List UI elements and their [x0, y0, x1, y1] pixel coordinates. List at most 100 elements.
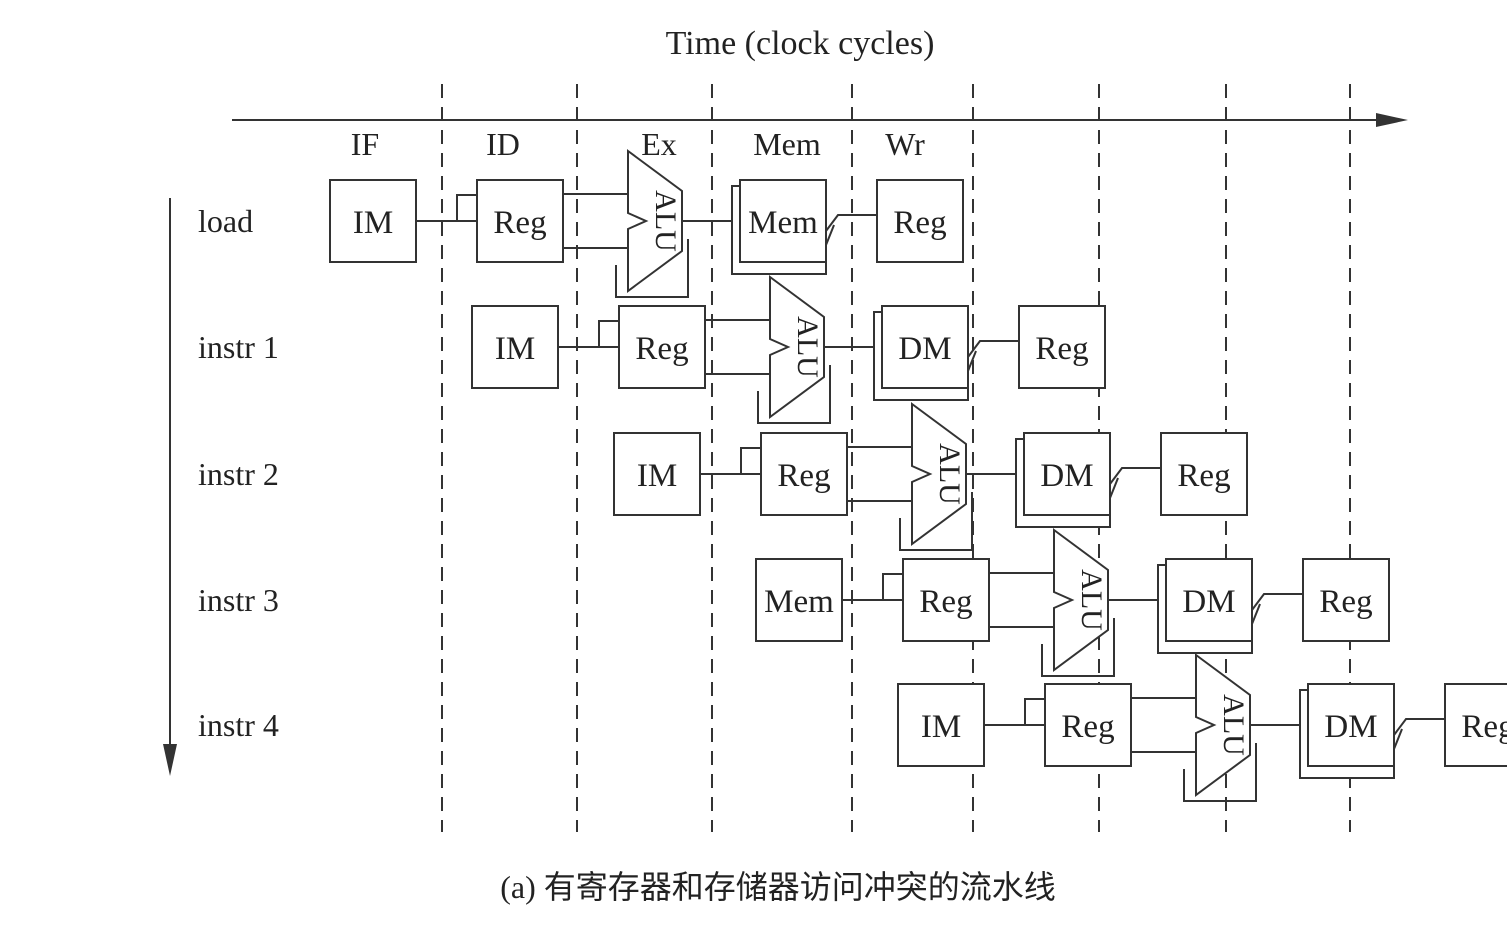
reg-block: Reg	[876, 179, 964, 263]
alu-shape	[769, 275, 825, 419]
reg-label: Reg	[1061, 709, 1114, 745]
reg-label: Reg	[1461, 709, 1507, 745]
dm-box	[881, 305, 969, 389]
reg-box	[618, 305, 706, 389]
alu-label: ALU	[1217, 694, 1250, 756]
alu-label: ALU	[649, 190, 682, 252]
reg-box	[1018, 305, 1106, 389]
dm-block: DM	[1015, 432, 1111, 528]
reg-box	[1044, 683, 1132, 767]
reg-block: Reg	[760, 432, 848, 516]
reg-box	[760, 432, 848, 516]
instruction-axis	[163, 198, 177, 776]
dm-label: DM	[1324, 709, 1377, 745]
reg-block: Reg	[618, 305, 706, 389]
datapath-wires	[416, 193, 877, 298]
alu-shape	[1053, 528, 1109, 672]
im-box	[613, 432, 701, 516]
reg-block: Reg	[1160, 432, 1248, 516]
dm-block: DM	[873, 305, 969, 401]
alu-label: ALU	[791, 316, 824, 378]
dm-label: DM	[898, 331, 951, 367]
mem-label: Mem	[764, 584, 834, 620]
alu-block: ALU	[911, 402, 967, 546]
mem-block: Mem	[731, 179, 827, 275]
dm-label: DM	[1040, 458, 1093, 494]
stage-label-ex: Ex	[641, 126, 677, 162]
reg-block: Reg	[1018, 305, 1106, 389]
mem-label: Mem	[748, 205, 818, 241]
stage-label-wr: Wr	[885, 126, 925, 162]
dm-label: DM	[1182, 584, 1235, 620]
instruction-label: instr 2	[198, 456, 279, 492]
reg-block: Reg	[1302, 558, 1390, 642]
reg-label: Reg	[893, 205, 946, 241]
reg-block: Reg	[1444, 683, 1507, 767]
dm-block: DM	[1299, 683, 1395, 779]
im-box	[471, 305, 559, 389]
im-label: IM	[353, 205, 393, 241]
reg-label: Reg	[1177, 458, 1230, 494]
mem-box	[739, 179, 827, 263]
pipeline-row: IM Reg ALU DM Reg	[897, 653, 1507, 802]
dm-block: DM	[1157, 558, 1253, 654]
mem-block: Mem	[755, 558, 843, 642]
im-label: IM	[495, 331, 535, 367]
reg-block: Reg	[902, 558, 990, 642]
pipeline-row: IM Reg ALU DM Reg	[613, 402, 1248, 551]
alu-shape	[911, 402, 967, 546]
alu-block: ALU	[627, 149, 683, 293]
time-axis-title: Time (clock cycles)	[666, 25, 935, 62]
alu-shape	[627, 149, 683, 293]
alu-label: ALU	[1075, 569, 1108, 631]
instruction-label: load	[198, 203, 253, 239]
reg-label: Reg	[1035, 331, 1088, 367]
reg-box	[876, 179, 964, 263]
mem-box	[755, 558, 843, 642]
instruction-label: instr 3	[198, 582, 279, 618]
datapath-wires	[558, 319, 1019, 424]
reg-box	[476, 179, 564, 263]
datapath-wires	[984, 697, 1445, 802]
time-axis	[232, 113, 1408, 127]
pipeline-row: IM Reg ALU Mem Reg	[329, 149, 964, 298]
dm-box	[1165, 558, 1253, 642]
reg-label: Reg	[777, 458, 830, 494]
alu-label: ALU	[933, 443, 966, 505]
reg-label: Reg	[919, 584, 972, 620]
instruction-label: instr 1	[198, 329, 279, 365]
stage-label-id: ID	[486, 126, 520, 162]
reg-box	[1302, 558, 1390, 642]
alu-shape	[1195, 653, 1251, 797]
pipeline-row: Mem Reg ALU DM Reg	[755, 528, 1390, 677]
reg-block: Reg	[476, 179, 564, 263]
im-block: IM	[897, 683, 985, 767]
dm-box	[1307, 683, 1395, 767]
alu-block: ALU	[1053, 528, 1109, 672]
im-label: IM	[637, 458, 677, 494]
instruction-labels: load instr 1 instr 2 instr 3 instr 4	[198, 203, 279, 743]
figure-caption: (a) 有寄存器和存储器访问冲突的流水线	[500, 869, 1056, 905]
stage-label-if: IF	[351, 126, 379, 162]
reg-box	[1444, 683, 1507, 767]
datapath-wires	[700, 446, 1161, 551]
im-box	[329, 179, 417, 263]
im-label: IM	[921, 709, 961, 745]
datapath-wires	[842, 572, 1303, 677]
reg-box	[1160, 432, 1248, 516]
im-block: IM	[329, 179, 417, 263]
pipeline-row: IM Reg ALU DM Reg	[471, 275, 1106, 424]
reg-block: Reg	[1044, 683, 1132, 767]
im-box	[897, 683, 985, 767]
dm-box	[1023, 432, 1111, 516]
alu-block: ALU	[769, 275, 825, 419]
reg-label: Reg	[1319, 584, 1372, 620]
instruction-label: instr 4	[198, 707, 279, 743]
alu-block: ALU	[1195, 653, 1251, 797]
reg-box	[902, 558, 990, 642]
reg-label: Reg	[635, 331, 688, 367]
im-block: IM	[471, 305, 559, 389]
